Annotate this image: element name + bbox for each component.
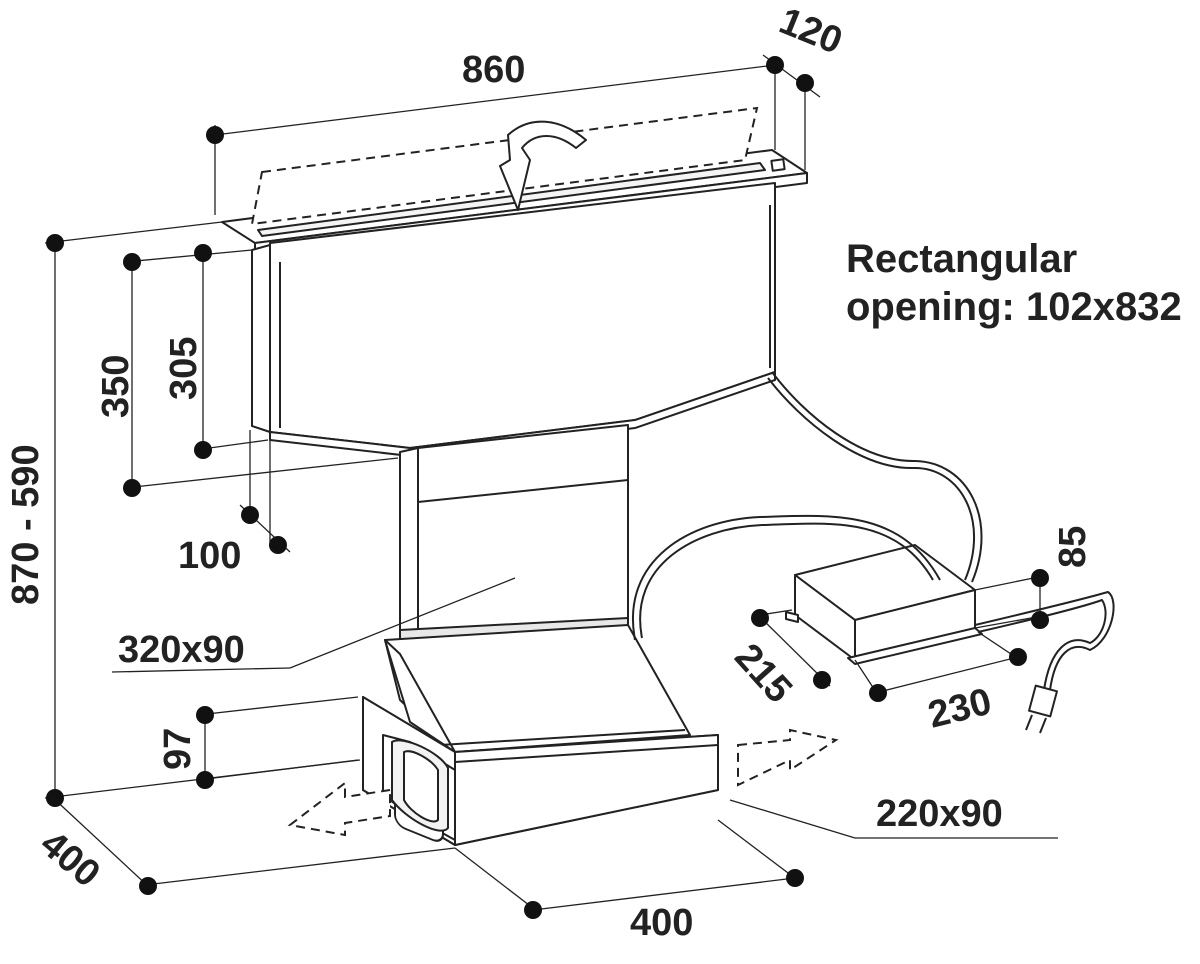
dim-motor-height: 85 — [1052, 526, 1094, 568]
dim-top-width: 860 — [462, 49, 525, 91]
dim-duct-size: 320x90 — [118, 629, 245, 671]
power-plug-icon — [1025, 684, 1058, 734]
motor-unit — [785, 544, 983, 665]
dim-total-height: 870 - 590 — [5, 444, 47, 605]
outlet-arrow-left-icon — [287, 780, 391, 837]
hood-top-unit — [221, 106, 808, 457]
cable-base-to-motor — [632, 514, 941, 641]
dim-base-height: 97 — [157, 728, 199, 770]
dim-panel-height-350: 350 — [95, 355, 137, 418]
dimension-dots — [46, 56, 1049, 919]
outlet-arrow-right-icon — [737, 728, 839, 787]
dim-motor-width: 230 — [924, 681, 996, 737]
airflow-arrow-icon — [499, 120, 587, 211]
dim-outlet-size: 220x90 — [876, 793, 1003, 835]
dim-motor-depth: 215 — [726, 636, 800, 711]
note-line-1: Rectangular — [846, 237, 1077, 281]
hood-base — [362, 624, 719, 846]
dim-top-depth: 120 — [773, 0, 848, 63]
note-line-2: opening: 102x832 — [846, 285, 1182, 329]
dim-panel-offset: 100 — [178, 535, 241, 577]
cable-hood-to-motor — [767, 377, 975, 581]
dim-panel-height-305: 305 — [163, 337, 205, 400]
dim-base-depth: 400 — [32, 823, 108, 896]
dim-base-width: 400 — [630, 902, 693, 944]
